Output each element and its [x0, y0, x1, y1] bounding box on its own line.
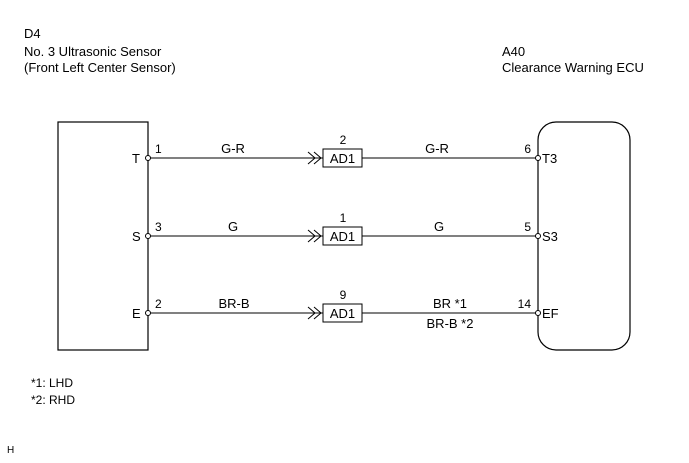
connector-arrow-icon: [307, 151, 322, 165]
right-pin-number: 6: [524, 142, 531, 156]
connector-arrow-icon: [307, 306, 322, 320]
wire-color-label: BR-B: [218, 296, 249, 311]
right-component-code: A40: [502, 44, 525, 59]
note-rhd: *2: RHD: [31, 393, 75, 407]
wire-color-label: G-R: [425, 141, 449, 156]
terminal-label-s: S: [132, 229, 141, 244]
wire-color-label: G-R: [221, 141, 245, 156]
left-pin-number: 2: [155, 297, 162, 311]
note-lhd: *1: LHD: [31, 376, 73, 390]
right-component-name: Clearance Warning ECU: [502, 60, 644, 75]
wire-color-label: G: [434, 219, 444, 234]
terminal-label-ef: EF: [542, 306, 559, 321]
right-pin-number: 14: [518, 297, 532, 311]
wire-color-label: G: [228, 219, 238, 234]
terminal-pin: [535, 233, 541, 239]
left-component-name: No. 3 Ultrasonic Sensor: [24, 44, 162, 59]
connector-pin-number: 1: [340, 211, 347, 225]
connector-label: AD1: [330, 151, 355, 166]
connector-label: AD1: [330, 229, 355, 244]
circuit-row-e: E 2 BR-B 9 AD1 BR *1 BR-B *2 14 EF: [132, 288, 559, 331]
terminal-pin: [145, 155, 151, 161]
wire-color-label-alt: BR-B *2: [427, 316, 474, 331]
terminal-pin: [535, 155, 541, 161]
left-component-code: D4: [24, 26, 41, 41]
circuit-row-t: T 1 G-R 2 AD1 G-R 6 T3: [132, 133, 557, 168]
connector-label: AD1: [330, 306, 355, 321]
right-pin-number: 5: [524, 220, 531, 234]
terminal-label-e: E: [132, 306, 141, 321]
connector-arrow-icon: [307, 229, 322, 243]
terminal-pin: [535, 310, 541, 316]
circuit-row-s: S 3 G 1 AD1 G 5 S3: [132, 211, 558, 246]
connector-pin-number: 9: [340, 288, 347, 302]
left-pin-number: 1: [155, 142, 162, 156]
left-component-subname: (Front Left Center Sensor): [24, 60, 176, 75]
terminal-label-s3: S3: [542, 229, 558, 244]
terminal-label-t: T: [132, 151, 140, 166]
connector-pin-number: 2: [340, 133, 347, 147]
left-pin-number: 3: [155, 220, 162, 234]
terminal-pin: [145, 310, 151, 316]
wire-color-label: BR *1: [433, 296, 467, 311]
corner-mark: H: [7, 445, 14, 456]
terminal-label-t3: T3: [542, 151, 557, 166]
terminal-pin: [145, 233, 151, 239]
